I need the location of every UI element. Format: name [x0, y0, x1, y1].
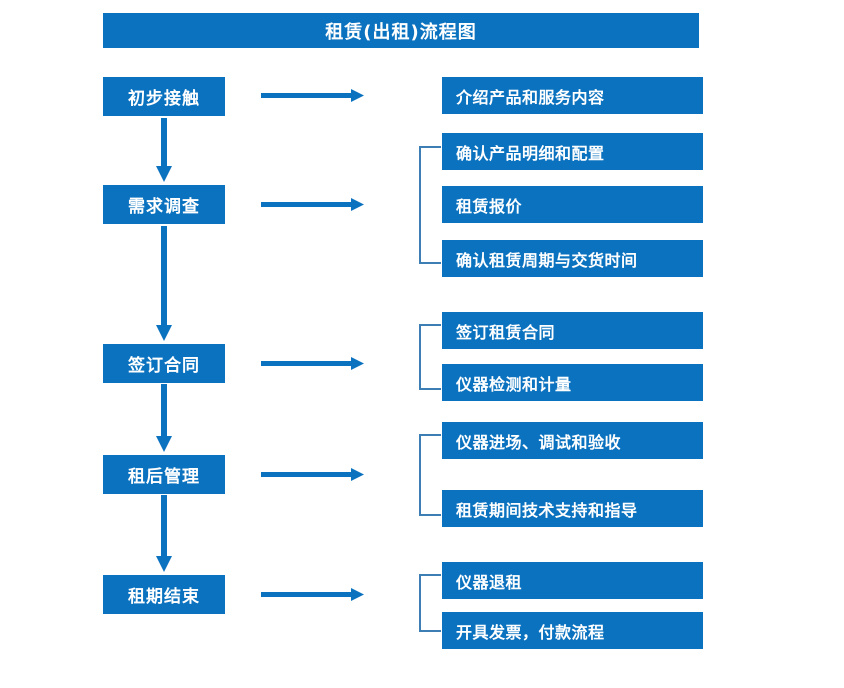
stage-box-3[interactable]: 签订合同 — [103, 344, 225, 383]
detail-box-6[interactable]: 仪器检测和计量 — [442, 364, 703, 401]
detail-box-1[interactable]: 介绍产品和服务内容 — [442, 77, 703, 114]
detail-box-9[interactable]: 仪器退租 — [442, 562, 703, 599]
detail-box-4[interactable]: 确认租赁周期与交货时间 — [442, 240, 703, 277]
diagram-title: 租赁(出租)流程图 — [103, 13, 699, 48]
right-arrow-icon-1 — [261, 87, 365, 105]
right-arrow-icon-2 — [261, 196, 365, 214]
group-bracket-2 — [417, 146, 443, 264]
down-arrow-icon-3 — [153, 384, 175, 453]
detail-box-5[interactable]: 签订租赁合同 — [442, 312, 703, 349]
detail-box-3[interactable]: 租赁报价 — [442, 186, 703, 223]
detail-box-10[interactable]: 开具发票，付款流程 — [442, 612, 703, 649]
group-bracket-4 — [417, 434, 443, 516]
stage-box-5[interactable]: 租期结束 — [103, 575, 225, 614]
detail-box-8[interactable]: 租赁期间技术支持和指导 — [442, 490, 703, 527]
group-bracket-3 — [417, 324, 443, 390]
right-arrow-icon-3 — [261, 355, 365, 373]
right-arrow-icon-5 — [261, 586, 365, 604]
stage-box-1[interactable]: 初步接触 — [103, 77, 225, 116]
down-arrow-icon-4 — [153, 495, 175, 573]
detail-box-7[interactable]: 仪器进场、调试和验收 — [442, 422, 703, 459]
right-arrow-icon-4 — [261, 466, 365, 484]
down-arrow-icon-2 — [153, 226, 175, 342]
stage-box-4[interactable]: 租后管理 — [103, 455, 225, 494]
stage-box-2[interactable]: 需求调查 — [103, 185, 225, 224]
group-bracket-5 — [417, 574, 443, 632]
detail-box-2[interactable]: 确认产品明细和配置 — [442, 133, 703, 170]
down-arrow-icon-1 — [153, 118, 175, 183]
